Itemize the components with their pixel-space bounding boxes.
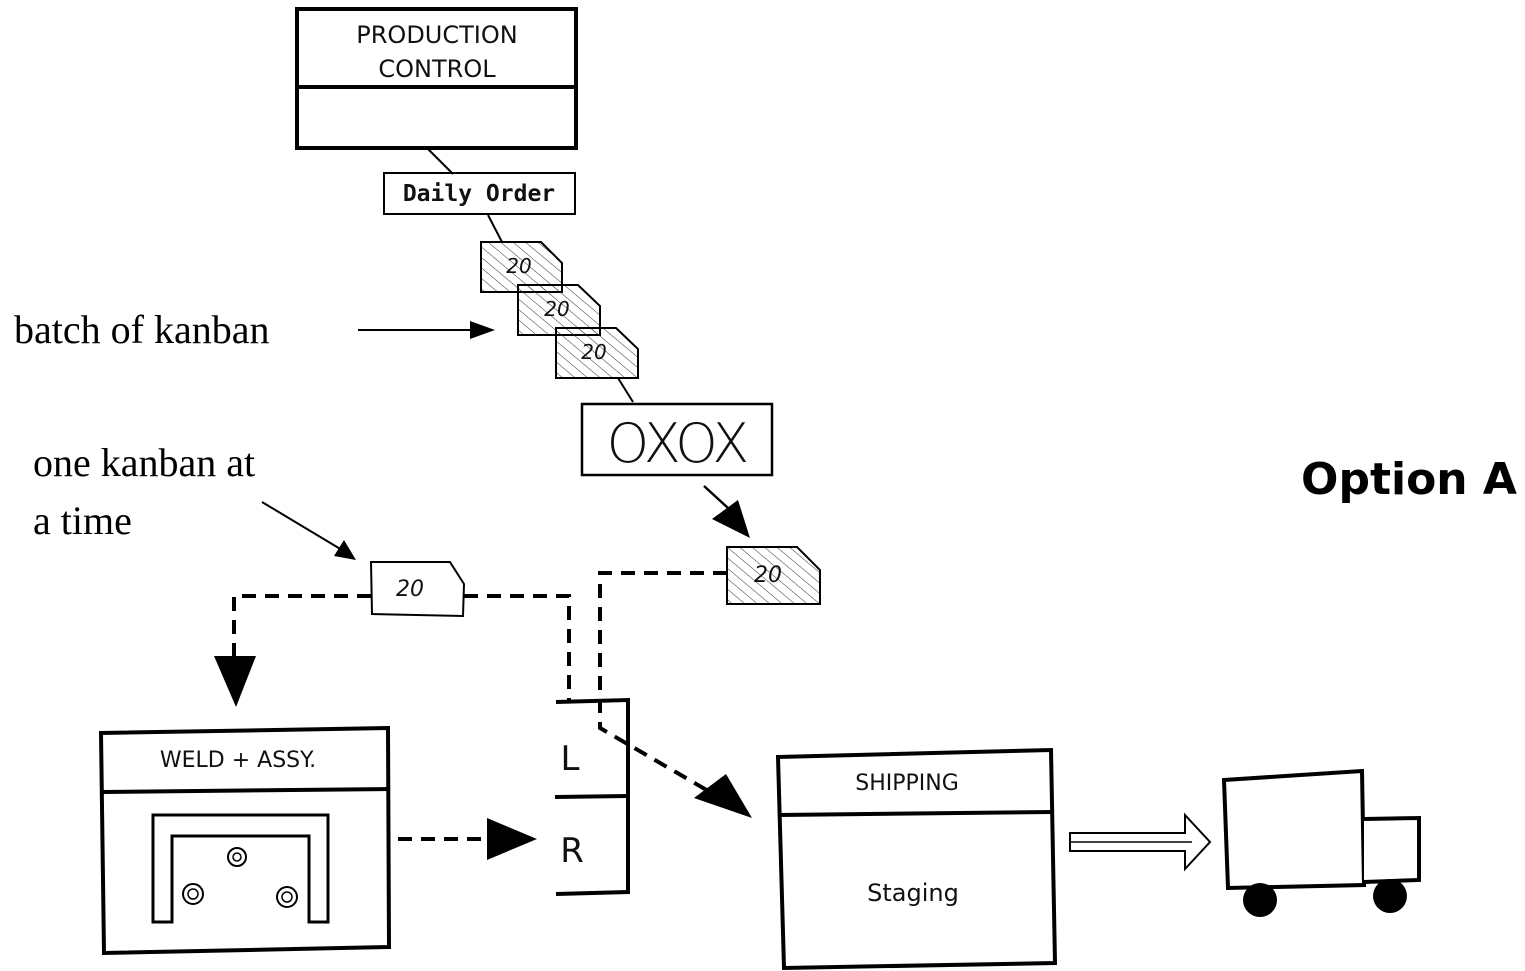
shipping-title: SHIPPING bbox=[855, 771, 959, 796]
withdrawal-kanban-card: 20 bbox=[726, 546, 821, 605]
withdrawal-kanban-card: 20 bbox=[480, 241, 563, 293]
shipment-arrow bbox=[1069, 812, 1212, 872]
weld-assembly-process-box: WELD + ASSY. bbox=[98, 725, 392, 956]
weld-assembly-label: WELD + ASSY. bbox=[160, 748, 316, 773]
option-label: Option A bbox=[1301, 454, 1517, 505]
production-control-line2: CONTROL bbox=[378, 55, 496, 83]
withdrawal-dashed-arrow bbox=[598, 571, 752, 818]
single-kanban-annotation: one kanban at a time bbox=[33, 440, 356, 560]
supermarket-right-label: R bbox=[560, 831, 584, 871]
fixture-icon bbox=[151, 813, 330, 924]
single-kanban-annotation-line2: a time bbox=[33, 498, 132, 543]
truck-icon bbox=[1221, 768, 1421, 917]
daily-order-label: Daily Order bbox=[403, 181, 555, 207]
batch-annotation-label: batch of kanban bbox=[14, 307, 269, 352]
load-leveling-box: OXOX bbox=[580, 402, 774, 477]
kanban-quantity: 20 bbox=[754, 563, 782, 588]
supermarket-left-label: L bbox=[561, 739, 580, 779]
material-flow-arrow bbox=[398, 818, 537, 860]
kanban-flow-arrow bbox=[703, 485, 750, 538]
supermarket: L R bbox=[554, 697, 630, 896]
production-control-line1: PRODUCTION bbox=[356, 21, 517, 49]
production-kanban-card: 20 bbox=[369, 561, 466, 618]
withdrawal-kanban-card: 20 bbox=[517, 284, 601, 336]
production-control-box: PRODUCTION CONTROL bbox=[295, 7, 578, 150]
kanban-quantity: 20 bbox=[581, 340, 606, 364]
daily-order-box: Daily Order bbox=[383, 172, 576, 215]
production-kanban-loop: 20 bbox=[214, 561, 571, 707]
load-leveling-label: OXOX bbox=[607, 412, 748, 475]
kanban-quantity: 20 bbox=[506, 254, 531, 278]
single-kanban-annotation-line1: one kanban at bbox=[33, 440, 255, 485]
shipping-box: SHIPPING Staging bbox=[775, 747, 1058, 971]
shipping-staging-label: Staging bbox=[867, 879, 959, 907]
withdrawal-kanban-card: 20 bbox=[555, 327, 639, 379]
info-connector bbox=[487, 214, 503, 243]
batch-annotation: batch of kanban bbox=[14, 307, 495, 352]
info-connector bbox=[427, 148, 454, 175]
kanban-batch: 20 20 20 bbox=[480, 241, 639, 379]
info-connector bbox=[617, 377, 634, 403]
kanban-quantity: 20 bbox=[396, 577, 424, 602]
kanban-quantity: 20 bbox=[544, 297, 569, 321]
